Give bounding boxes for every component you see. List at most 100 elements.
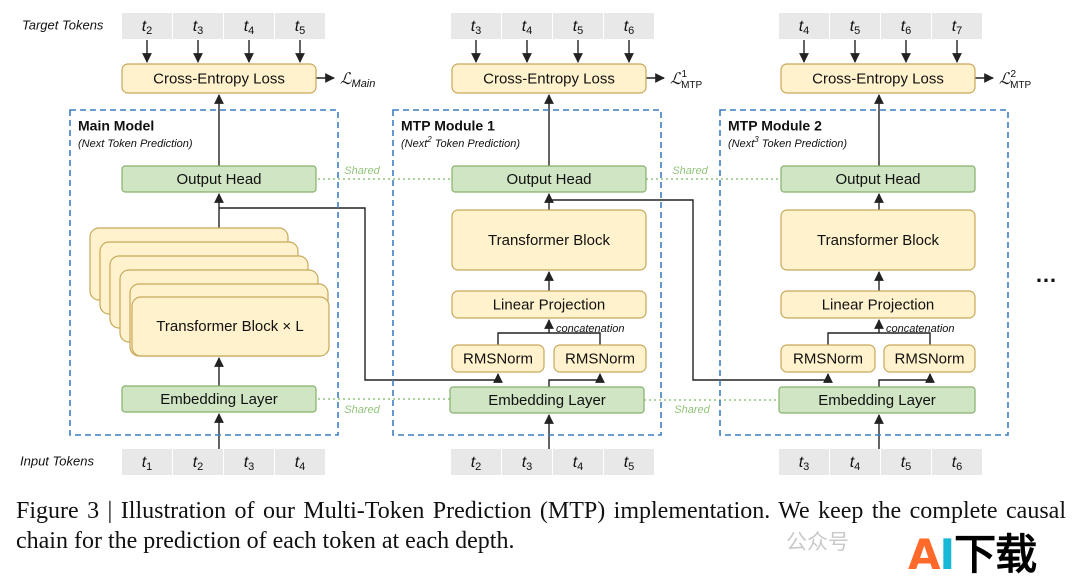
input-token — [502, 449, 552, 475]
target-token-text: t3 — [471, 18, 482, 37]
cross-entropy-loss-box — [451, 63, 647, 94]
module-3-title: MTP Module 2 — [728, 118, 822, 134]
linear-projection-box — [451, 290, 647, 319]
target-token — [275, 13, 325, 39]
target-token — [830, 13, 880, 39]
cross-entropy-loss-box-label: Cross-Entropy Loss — [812, 70, 944, 87]
module-1-subtitle: (Next Token Prediction) — [78, 138, 193, 150]
input-token — [553, 449, 603, 475]
rmsnorm-embedding-box — [553, 344, 647, 373]
output-head-box-label: Output Head — [176, 171, 261, 188]
loss-symbol: ℒMain — [340, 71, 375, 90]
input-token-text: t3 — [522, 454, 533, 473]
linear-projection-box — [780, 290, 976, 319]
linear-projection-box-label: Linear Projection — [493, 296, 606, 313]
input-token-text: t2 — [193, 454, 204, 473]
module-2-frame — [392, 109, 662, 436]
target-token — [122, 13, 172, 39]
output-head-box-label: Output Head — [506, 171, 591, 188]
module-3-subtitle: (Next3 Token Prediction) — [728, 135, 847, 150]
shared-label: Shared — [344, 404, 380, 416]
target-token-text: t3 — [193, 18, 204, 37]
input-token — [830, 449, 880, 475]
input-token-text: t2 — [471, 454, 482, 473]
target-token-text: t4 — [799, 18, 810, 37]
embedding-layer-box-label: Embedding Layer — [818, 392, 936, 409]
cross-entropy-loss-box — [780, 63, 976, 94]
input-token — [779, 449, 829, 475]
ellipsis: … — [1035, 262, 1057, 287]
input-token-text: t5 — [624, 454, 635, 473]
main-hidden-to-mtp1-arrow — [219, 207, 503, 383]
output-head-box — [780, 165, 976, 193]
rmsnorm-embedding-box — [883, 344, 976, 373]
rmsnorm-hidden-box — [780, 344, 876, 373]
target-token-text: t5 — [573, 18, 584, 37]
output-head-box — [121, 165, 317, 193]
cross-entropy-loss-box-label: Cross-Entropy Loss — [483, 70, 615, 87]
embedding-to-rmsnorm-arrow — [878, 373, 935, 387]
cross-entropy-loss-box-label: Cross-Entropy Loss — [153, 70, 285, 87]
target-token-text: t4 — [244, 18, 255, 37]
rmsnorm-embedding-box-label: RMSNorm — [565, 350, 635, 367]
target-token — [224, 13, 274, 39]
module-1-title: Main Model — [78, 118, 154, 134]
target-token-text: t5 — [850, 18, 861, 37]
input-token-text: t3 — [244, 454, 255, 473]
target-token-text: t4 — [522, 18, 533, 37]
embedding-layer-box-label: Embedding Layer — [488, 392, 606, 409]
transformer-block-box — [451, 209, 647, 271]
target-token — [173, 13, 223, 39]
target-token-text: t7 — [952, 18, 963, 37]
rmsnorm-embedding-box-label: RMSNorm — [895, 350, 965, 367]
input-token-text: t4 — [573, 454, 584, 473]
input-token-text: t3 — [799, 454, 810, 473]
input-token — [275, 449, 325, 475]
module-2-title: MTP Module 1 — [401, 118, 495, 134]
concatenation-label: concatenation — [556, 323, 625, 335]
input-token — [881, 449, 931, 475]
input-token — [451, 449, 501, 475]
target-token — [881, 13, 931, 39]
main-transformer-label: Transformer Block × L — [156, 318, 303, 335]
target-token — [553, 13, 603, 39]
module-3-frame — [719, 109, 1009, 436]
input-token — [604, 449, 654, 475]
input-token-text: t5 — [901, 454, 912, 473]
target-token-text: t5 — [295, 18, 306, 37]
shared-label: Shared — [672, 165, 708, 177]
target-token — [604, 13, 654, 39]
transformer-block-box — [780, 209, 976, 271]
input-token-text: t6 — [952, 454, 963, 473]
rmsnorm-hidden-box-label: RMSNorm — [793, 350, 863, 367]
embedding-layer-box-label: Embedding Layer — [160, 391, 278, 408]
rmsnorm-hidden-box-label: RMSNorm — [463, 350, 533, 367]
mtp1-hidden-to-mtp2-arrow — [549, 199, 833, 383]
main-transformer-block — [131, 296, 330, 357]
brand-logo: AI下载 — [908, 530, 1037, 579]
linear-projection-box-label: Linear Projection — [822, 296, 935, 313]
target-token — [451, 13, 501, 39]
embedding-layer-box — [121, 385, 317, 413]
input-token — [122, 449, 172, 475]
cross-entropy-loss-box — [121, 63, 317, 94]
input-token — [173, 449, 223, 475]
embedding-layer-box — [449, 386, 645, 414]
input-token-text: t4 — [295, 454, 306, 473]
target-token — [779, 13, 829, 39]
rmsnorm-hidden-box — [451, 344, 545, 373]
module-1-frame — [69, 109, 339, 436]
concatenation-label: concatenation — [886, 323, 955, 335]
figure-caption: Figure 3 | Illustration of our Multi-Tok… — [16, 498, 1066, 554]
transformer-block-box-label: Transformer Block — [817, 232, 939, 249]
embedding-to-rmsnorm-arrow — [548, 373, 605, 387]
shared-label: Shared — [674, 404, 710, 416]
transformer-block-box-label: Transformer Block — [488, 232, 610, 249]
target-token-text: t2 — [142, 18, 153, 37]
input-token — [932, 449, 982, 475]
output-head-box-label: Output Head — [835, 171, 920, 188]
watermark-text: 公众号 — [786, 530, 849, 554]
